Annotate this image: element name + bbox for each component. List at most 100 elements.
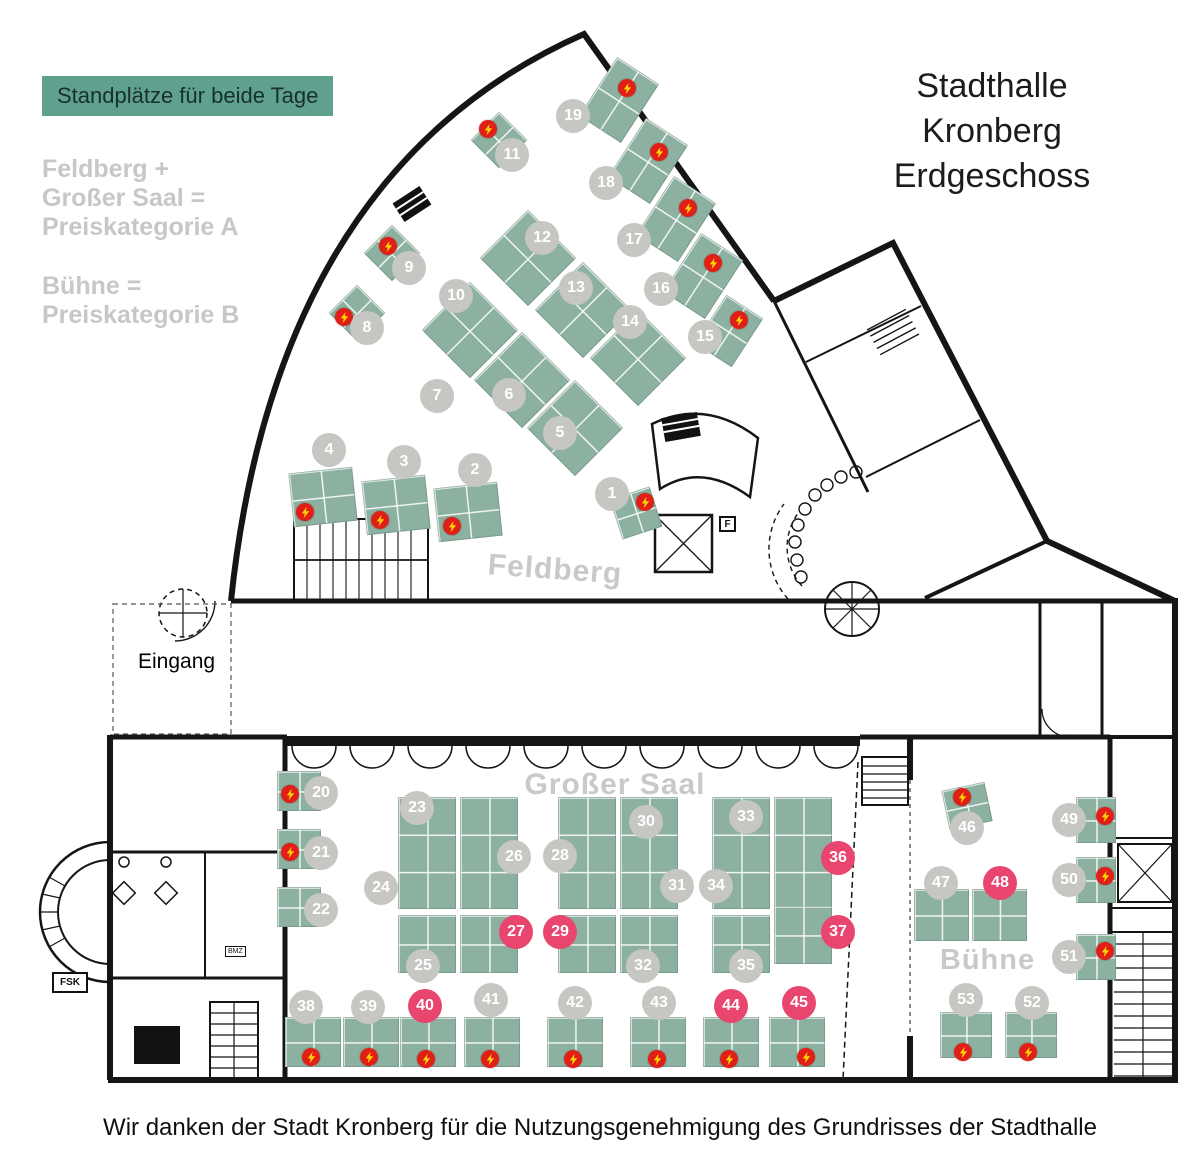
stand-marker: 53 <box>949 983 983 1017</box>
stand-marker: 16 <box>644 272 678 306</box>
stand-marker: 37 <box>821 915 855 949</box>
stand-marker: 36 <box>821 841 855 875</box>
title-line3: Erdgeschoss <box>893 156 1091 195</box>
stand-marker: 33 <box>729 800 763 834</box>
power-outlet-icon <box>636 493 654 511</box>
power-outlet-icon <box>479 120 497 138</box>
power-outlet-icon <box>953 788 971 806</box>
stand-marker: 30 <box>629 805 663 839</box>
title-line2: Kronberg <box>922 111 1062 150</box>
stand-marker: 52 <box>1015 986 1049 1020</box>
power-outlet-icon <box>335 308 353 326</box>
power-outlet-icon <box>296 503 314 521</box>
price-category-a-legend: Feldberg + Großer Saal = Preiskategorie … <box>42 155 238 242</box>
stand-marker: 17 <box>617 223 651 257</box>
stand-marker: 49 <box>1052 803 1086 837</box>
stand-marker: 19 <box>556 99 590 133</box>
stand-marker: 10 <box>439 279 473 313</box>
stand-marker: 25 <box>406 949 440 983</box>
power-outlet-icon <box>281 843 299 861</box>
stand-marker: 51 <box>1052 940 1086 974</box>
stand-marker: 22 <box>304 893 338 927</box>
stand-marker: 31 <box>660 869 694 903</box>
power-outlet-icon <box>371 511 389 529</box>
stand-marker: 13 <box>559 271 593 305</box>
stand-marker: 44 <box>714 989 748 1023</box>
stand-marker: 41 <box>474 983 508 1017</box>
room-label-grosser-saal: Großer Saal <box>524 768 706 801</box>
stand-marker: 50 <box>1052 863 1086 897</box>
legend-b-line1: Bühne = <box>42 272 142 300</box>
stand-marker: 20 <box>304 776 338 810</box>
stand-marker: 42 <box>558 986 592 1020</box>
power-outlet-icon <box>302 1048 320 1066</box>
footer-credit-text: Wir danken der Stadt Kronberg für die Nu… <box>103 1114 1097 1141</box>
stand-marker: 34 <box>699 869 733 903</box>
legend-a-line3: Preiskategorie A <box>42 213 239 241</box>
power-outlet-icon <box>417 1050 435 1068</box>
power-outlet-icon <box>650 143 668 161</box>
bmz-label: BMZ <box>225 946 246 957</box>
stand-marker: 39 <box>351 990 385 1024</box>
price-category-b-legend: Bühne = Preiskategorie B <box>42 272 239 330</box>
exhibitor-table <box>460 797 518 909</box>
exhibitor-table <box>769 1017 825 1067</box>
exhibitor-table <box>558 797 616 909</box>
stand-marker: 8 <box>350 311 384 345</box>
stand-marker: 11 <box>495 138 529 172</box>
legend-a-line2: Großer Saal = <box>42 184 206 212</box>
stand-marker: 6 <box>492 378 526 412</box>
exhibitor-table <box>361 474 431 536</box>
stand-marker: 4 <box>312 433 346 467</box>
power-outlet-icon <box>954 1043 972 1061</box>
power-outlet-icon <box>730 311 748 329</box>
stand-marker: 9 <box>392 251 426 285</box>
stand-marker: 2 <box>458 453 492 487</box>
power-outlet-icon <box>1019 1043 1037 1061</box>
stand-marker: 15 <box>688 320 722 354</box>
stand-marker: 23 <box>400 791 434 825</box>
stand-marker: 38 <box>289 990 323 1024</box>
fsk-room-label: FSK <box>52 972 88 993</box>
stand-marker: 43 <box>642 986 676 1020</box>
entrance-label: Eingang <box>138 650 216 673</box>
page-title: Stadthalle Kronberg Erdgeschoss <box>857 64 1127 199</box>
power-outlet-icon <box>1096 807 1114 825</box>
power-outlet-icon <box>564 1050 582 1068</box>
stand-marker: 32 <box>626 949 660 983</box>
stand-marker: 45 <box>782 986 816 1020</box>
stand-marker: 46 <box>950 811 984 845</box>
stand-marker: 26 <box>497 840 531 874</box>
power-outlet-icon <box>797 1048 815 1066</box>
stand-marker: 40 <box>408 989 442 1023</box>
stand-marker: 48 <box>983 866 1017 900</box>
power-outlet-icon <box>648 1050 666 1068</box>
elevator-f-label: F <box>719 516 736 532</box>
stand-marker: 18 <box>589 166 623 200</box>
power-outlet-icon <box>618 79 636 97</box>
legend-a-line1: Feldberg + <box>42 155 170 183</box>
both-days-badge: Standplätze für beide Tage <box>42 76 334 116</box>
exhibitor-table <box>630 1017 686 1067</box>
stand-marker: 12 <box>525 221 559 255</box>
stand-marker: 1 <box>595 477 629 511</box>
exhibitor-table <box>703 1017 759 1067</box>
legend-b-line2: Preiskategorie B <box>42 301 240 329</box>
power-outlet-icon <box>1096 867 1114 885</box>
power-outlet-icon <box>360 1048 378 1066</box>
room-label-buehne: Bühne <box>939 944 1036 976</box>
stand-marker: 27 <box>499 915 533 949</box>
power-outlet-icon <box>481 1050 499 1068</box>
power-outlet-icon <box>679 199 697 217</box>
stand-marker: 14 <box>613 305 647 339</box>
power-outlet-icon <box>704 254 722 272</box>
stand-marker: 28 <box>543 839 577 873</box>
exhibitor-table <box>433 481 503 543</box>
stand-marker: 21 <box>304 836 338 870</box>
stand-marker: 35 <box>729 949 763 983</box>
stand-marker: 7 <box>420 379 454 413</box>
power-outlet-icon <box>1096 942 1114 960</box>
